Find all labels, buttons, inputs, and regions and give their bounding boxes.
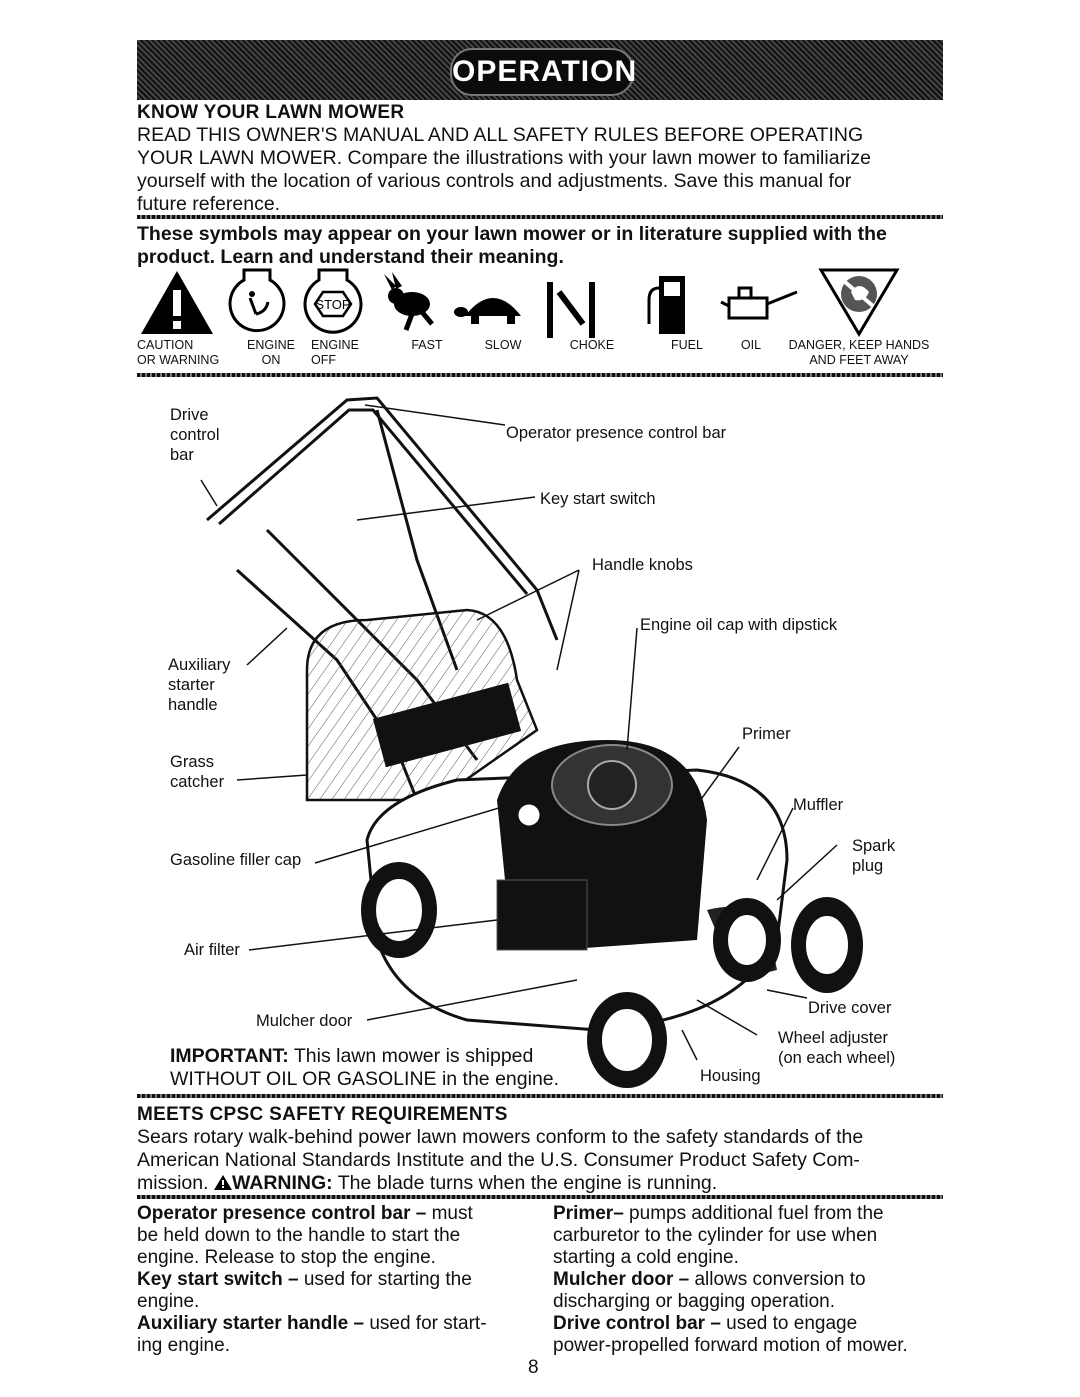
leader-lines: [200, 404, 838, 1061]
turtle-icon: [454, 298, 521, 324]
callout-aux-starter: Auxiliary starter handle: [168, 656, 231, 714]
choke-icon: [547, 282, 595, 338]
symbol-label-fast: FAST: [411, 338, 443, 352]
callout-wheel-adjuster: Wheel adjuster (on each wheel): [778, 1029, 896, 1067]
catcher-opening: [372, 682, 522, 768]
fuel-pump-icon: [647, 276, 685, 334]
know-line: yourself with the location of various co…: [137, 170, 852, 192]
symbol-label-caution: CAUTION OR WARNING: [137, 338, 220, 367]
symbol-label-danger: DANGER, KEEP HANDS AND FEET AWAY: [788, 338, 930, 367]
page-number: 8: [528, 1357, 539, 1378]
warning-triangle-icon: [141, 271, 213, 334]
definition-item: Primer– pumps additional fuel from the c…: [553, 1203, 884, 1268]
know-line: READ THIS OWNER'S MANUAL AND ALL SAFETY …: [137, 124, 864, 146]
important-label: IMPORTANT:: [170, 1045, 289, 1067]
divider: [137, 373, 943, 377]
callout-handle-knobs: Handle knobs: [592, 556, 693, 574]
cpsc-heading: MEETS CPSC SAFETY REQUIREMENTS: [137, 1104, 508, 1125]
symbol-label-engine-off: ENGINE OFF: [311, 338, 359, 367]
definition-item: Operator presence control bar – must be …: [137, 1203, 473, 1268]
callout-primer: Primer: [742, 725, 791, 743]
callout-drive-control-bar: Drive control bar: [170, 406, 220, 464]
know-heading: KNOW YOUR LAWN MOWER: [137, 102, 405, 123]
callout-muffler: Muffler: [793, 796, 844, 814]
definition-item: Drive control bar – used to engage power…: [553, 1313, 908, 1356]
definition-item: Key start switch – used for starting the…: [137, 1269, 472, 1312]
callout-air-filter: Air filter: [184, 941, 240, 959]
symbol-label-fuel: FUEL: [671, 338, 703, 352]
left-rear-wheel: [361, 862, 437, 958]
callout-housing: Housing: [700, 1067, 761, 1085]
divider: [137, 1195, 943, 1199]
know-line: YOUR LAWN MOWER. Compare the illustratio…: [137, 147, 871, 169]
stop-text: STOP: [315, 297, 350, 312]
callout-engine-oil-cap: Engine oil cap with dipstick: [640, 616, 838, 634]
callout-operator-presence: Operator presence control bar: [506, 424, 727, 442]
rabbit-icon: [384, 272, 434, 331]
flywheel-cover: [587, 760, 637, 810]
callout-gasoline-cap: Gasoline filler cap: [170, 851, 302, 869]
callout-spark-plug: Spark plug: [852, 837, 896, 875]
mower-illustration: [200, 396, 863, 1088]
callout-mulcher-door: Mulcher door: [256, 1012, 353, 1030]
oil-can-icon: [720, 286, 798, 320]
divider: [137, 215, 943, 219]
keep-hands-away-icon: [818, 268, 900, 337]
cpsc-paragraph: Sears rotary walk-behind power lawn mowe…: [137, 1126, 864, 1194]
definitions-right: Primer– pumps additional fuel from the c…: [553, 1203, 943, 1357]
definitions-left: Operator presence control bar – must be …: [137, 1203, 537, 1357]
important-note: IMPORTANT: This lawn mower is shipped WI…: [170, 1045, 559, 1091]
symbol-label-engine-on: ENGINE ON: [247, 338, 295, 367]
grass-catcher: [305, 608, 539, 802]
right-rear-wheel: [791, 897, 863, 993]
engine-on-icon: [228, 268, 286, 333]
know-line: future reference.: [137, 193, 281, 215]
air-filter: [496, 879, 588, 951]
definition-item: Mulcher door – allows conversion to disc…: [553, 1269, 866, 1312]
callout-key-start: Key start switch: [540, 490, 656, 508]
symbol-label-oil: OIL: [740, 338, 762, 352]
warning-word: WARNING:: [231, 1172, 333, 1194]
definition-item: Auxiliary starter handle – used for star…: [137, 1313, 487, 1356]
warning-triangle-icon: [213, 1175, 232, 1190]
callout-grass-catcher: Grass catcher: [170, 753, 225, 791]
important-line2: WITHOUT OIL OR GASOLINE in the engine.: [170, 1068, 560, 1090]
symbols-intro-line: These symbols may appear on your lawn mo…: [137, 223, 887, 245]
symbol-label-slow: SLOW: [484, 338, 522, 352]
gasoline-cap: [515, 801, 543, 829]
know-paragraph: READ THIS OWNER'S MANUAL AND ALL SAFETY …: [137, 124, 943, 216]
symbol-label-choke: CHOKE: [569, 338, 615, 352]
right-front-wheel: [713, 898, 781, 982]
symbols-intro-line: product. Learn and understand their mean…: [137, 246, 564, 268]
divider: [137, 1094, 943, 1098]
important-text: This lawn mower is shipped: [288, 1045, 534, 1067]
section-title: OPERATION: [450, 48, 636, 96]
callout-drive-cover: Drive cover: [808, 999, 892, 1017]
engine-off-icon: STOP: [303, 268, 363, 334]
symbols-row: STOP: [141, 268, 900, 338]
left-front-wheel: [587, 992, 667, 1088]
symbols-intro: These symbols may appear on your lawn mo…: [137, 223, 943, 269]
